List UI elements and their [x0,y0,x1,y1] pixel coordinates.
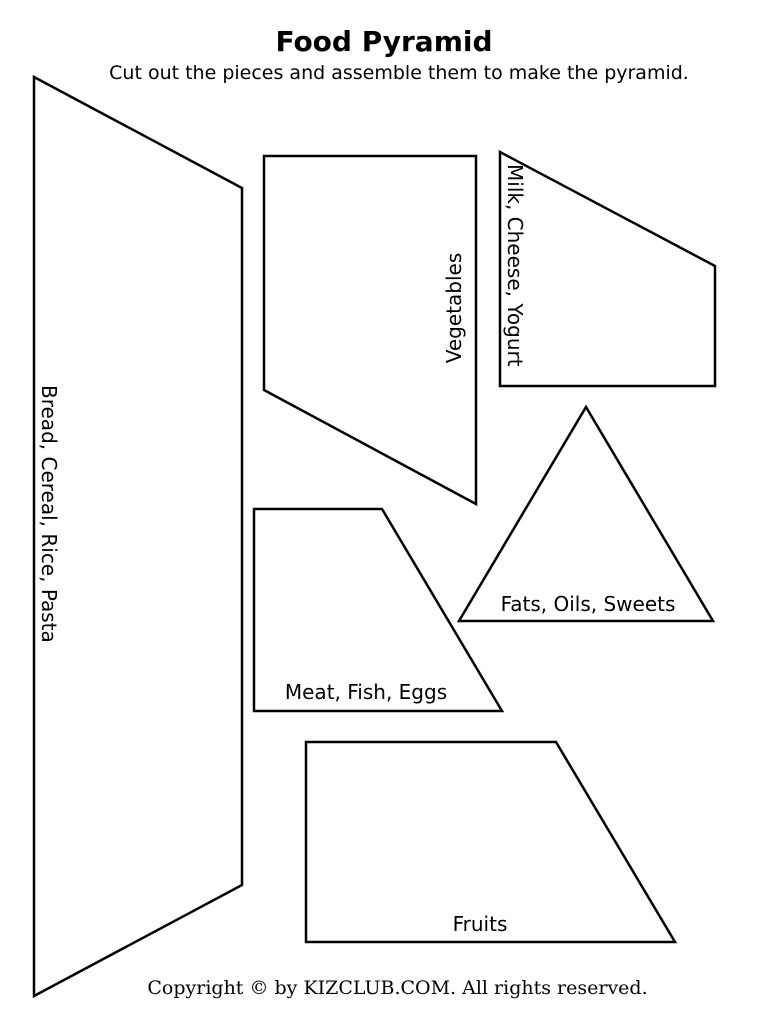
page-title: Food Pyramid [275,25,493,58]
piece-fruits-shape [304,740,678,944]
piece-milk: Milk, Cheese, Yogurt [498,149,717,388]
piece-meat-label: Meat, Fish, Eggs [285,680,447,704]
piece-fats-label: Fats, Oils, Sweets [501,592,676,616]
piece-meat-shape [252,507,505,713]
piece-fruits-label: Fruits [453,912,508,936]
piece-bread: Bread, Cereal, Rice, Pasta [32,74,244,999]
piece-vegetables: Vegetables [262,154,478,507]
piece-milk-label: Milk, Cheese, Yogurt [503,164,527,367]
piece-vegetables-shape [262,154,478,507]
piece-milk-shape [498,149,717,388]
copyright-text: Copyright © by KIZCLUB.COM. All rights r… [147,977,648,999]
piece-bread-label: Bread, Cereal, Rice, Pasta [37,385,61,643]
piece-bread-shape [32,74,244,999]
piece-fats: Fats, Oils, Sweets [456,404,716,623]
piece-fruits: Fruits [304,740,678,944]
piece-meat: Meat, Fish, Eggs [252,507,505,713]
piece-vegetables-label: Vegetables [442,253,466,364]
instructions-text: Cut out the pieces and assemble them to … [109,62,689,84]
piece-fats-shape [456,404,716,623]
